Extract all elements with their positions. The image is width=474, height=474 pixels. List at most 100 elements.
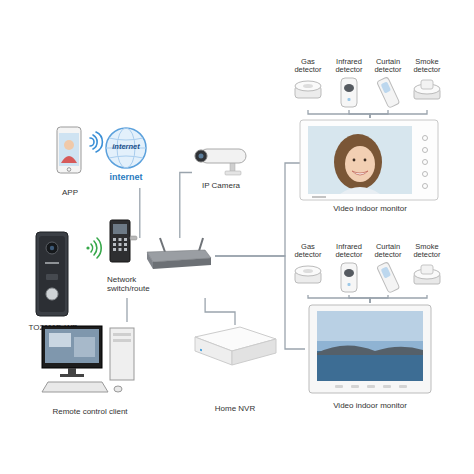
pc-monitor: [42, 326, 102, 368]
device-drawing: [195, 149, 246, 175]
detector-led: [348, 283, 351, 286]
pc-drive: [113, 333, 131, 336]
device-label: Network switch/route: [107, 276, 165, 294]
detector-body: [377, 77, 400, 108]
door-lock: [110, 220, 137, 262]
detector-top: [295, 266, 321, 276]
monitor-button: [351, 385, 359, 388]
device-label: APP: [52, 189, 88, 198]
device-label: Smoke detector: [409, 243, 445, 260]
detector-node: Infrared detector: [331, 243, 367, 295]
network-cable: [349, 295, 370, 303]
device-drawing: [147, 238, 211, 269]
lock-screen: [113, 224, 127, 234]
device-icon: [22, 230, 84, 337]
device-label: Gas detector: [291, 243, 325, 260]
monitor-button: [423, 172, 428, 177]
device-label: internet: [103, 173, 149, 183]
monitor-button: [423, 148, 428, 153]
device-drawing: [377, 77, 400, 108]
camera-node: IP Camera: [192, 145, 250, 195]
device-icon: [300, 118, 440, 218]
detector-window: [381, 266, 392, 278]
pc-foot: [60, 374, 84, 377]
device-label: Gas detector: [291, 58, 325, 75]
nvr-side: [232, 339, 276, 365]
device-drawing: [414, 80, 440, 99]
phone-button: [67, 168, 71, 172]
monitor-logo: [312, 196, 326, 198]
router-node: Network switch/route: [105, 238, 215, 298]
detector-node: Infrared detector: [331, 58, 367, 110]
detector-node: Curtain detector: [370, 243, 406, 295]
network-cable: [349, 110, 370, 118]
device-drawing: [309, 305, 431, 393]
wifi-symbol: [86, 238, 101, 258]
monitor-button: [367, 385, 375, 388]
pc-mouse: [114, 386, 122, 392]
door-station-lens: [50, 246, 54, 250]
device-drawing: [341, 263, 357, 292]
device-icon: [305, 303, 435, 418]
detector-cap: [421, 265, 433, 274]
wifi-arc: [97, 238, 101, 258]
door-station-speaker: [46, 274, 58, 280]
face-smile: [352, 171, 368, 175]
lock-key: [119, 243, 122, 246]
monitor-button: [335, 385, 343, 388]
network-cable: [126, 298, 127, 322]
device-label: Home NVR: [190, 405, 280, 414]
detector-node: Smoke detector: [409, 243, 445, 295]
camera-glass: [199, 154, 204, 159]
lock-body: [110, 220, 130, 262]
device-drawing: [42, 326, 134, 392]
wifi-arc: [96, 132, 102, 152]
screen-hills: [317, 345, 423, 355]
monitor-node: Video indoor monitor: [305, 303, 435, 418]
wifi-symbol: [90, 132, 102, 152]
detector-vent: [303, 269, 313, 273]
detector-lens: [344, 84, 354, 92]
pc-window: [49, 333, 71, 347]
pc-keyboard: [42, 382, 108, 392]
app-node: APP: [52, 125, 88, 203]
device-drawing: [295, 266, 321, 283]
pc-tower: [110, 328, 134, 380]
lock-handle: [130, 236, 137, 240]
device-drawing: [414, 265, 440, 284]
lock-key: [113, 238, 116, 241]
detector-group: [377, 77, 400, 108]
router-side: [147, 252, 153, 269]
monitor-button: [399, 385, 407, 388]
device-drawing: [57, 127, 81, 173]
wifi-dot: [86, 246, 89, 249]
device-label: Video indoor monitor: [305, 402, 435, 411]
face-eye: [353, 159, 356, 162]
device-label: Infrared detector: [331, 243, 367, 260]
network-cable: [308, 110, 370, 118]
device-label: Remote control client: [40, 408, 140, 417]
detector-lens: [344, 269, 354, 277]
client-node: Remote control client: [40, 322, 140, 422]
device-drawing: [341, 78, 357, 107]
detector-top: [295, 81, 321, 91]
detector-cap: [421, 80, 433, 89]
door-station-logo: [45, 262, 59, 264]
nvr-node: Home NVR: [190, 325, 280, 420]
lock-key: [113, 243, 116, 246]
screen-sea: [317, 351, 423, 381]
monitor-screen: [308, 126, 412, 194]
router-antenna: [160, 238, 165, 252]
door-station-camera: [46, 242, 58, 254]
lock-key: [113, 248, 116, 251]
wifi-arc: [94, 241, 97, 255]
device-label: Infrared detector: [331, 58, 367, 75]
device-label: Curtain detector: [370, 58, 406, 75]
door-station-button: [46, 288, 58, 300]
pc-drive: [113, 339, 131, 342]
phone-person: [64, 140, 74, 150]
network-cable: [139, 188, 140, 238]
detector-node: Gas detector: [291, 58, 325, 110]
internet-node: internetinternet: [103, 126, 149, 188]
